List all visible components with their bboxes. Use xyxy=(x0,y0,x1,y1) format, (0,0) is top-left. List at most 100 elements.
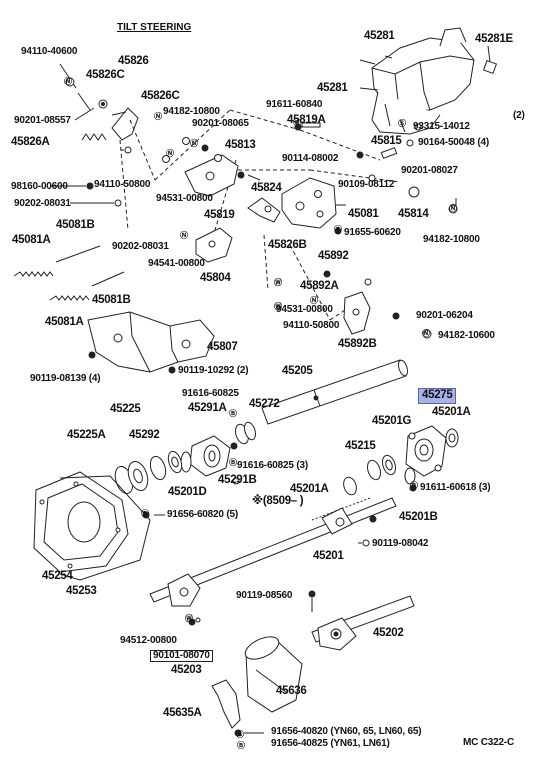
n-marker-icon: Ⓝ xyxy=(449,204,457,213)
label-91655-60620: 91655-60620 xyxy=(344,227,401,238)
label-45281e: 45281E xyxy=(475,33,513,45)
boot-drawing xyxy=(244,636,303,713)
label-90114-08002: 90114-08002 xyxy=(282,153,339,164)
label-45275-highlighted[interactable]: 45275 xyxy=(418,388,457,404)
s-marker-icon: Ⓢ xyxy=(398,119,406,128)
label-98160-00600: 98160-00600 xyxy=(11,181,68,192)
label-90119-08042: 90119-08042 xyxy=(372,538,429,549)
label-45804: 45804 xyxy=(200,272,231,284)
label-45892: 45892 xyxy=(318,250,349,262)
label-91611-60618: 91611-60618 (3) xyxy=(420,482,491,493)
label-45826c-a: 45826C xyxy=(86,69,125,81)
label-90201-06204: 90201-06204 xyxy=(416,310,473,321)
clip-45281e-drawing xyxy=(482,59,498,75)
n-marker-icon: Ⓝ xyxy=(422,329,430,338)
b-marker-icon: Ⓑ xyxy=(229,409,237,418)
label-45215: 45215 xyxy=(345,440,376,452)
n-marker-icon: Ⓝ xyxy=(166,149,174,158)
label-45081b-b: 45081B xyxy=(92,294,131,306)
w-marker-icon: Ⓦ xyxy=(274,302,282,311)
label-90202-08031-b: 90202-08031 xyxy=(112,241,169,252)
label-90119-08560: 90119-08560 xyxy=(236,590,293,601)
b-marker-icon: Ⓑ xyxy=(293,118,301,127)
label-45201g: 45201G xyxy=(372,415,412,427)
label-45819a: 45819A xyxy=(287,114,326,126)
label-91656-40820: 91656-40820 (YN60, 65, LN60, 65) xyxy=(271,726,422,737)
label-45202: 45202 xyxy=(373,627,404,639)
label-45636: 45636 xyxy=(276,685,307,697)
label-91616-60825-b: 91616-60825 (3) xyxy=(237,460,308,471)
n-marker-icon: Ⓝ xyxy=(190,139,198,148)
label-45826a: 45826A xyxy=(11,136,50,148)
label-45253: 45253 xyxy=(66,585,97,597)
label-90164-50048: 90164-50048 (4) xyxy=(418,137,489,148)
label-45081a-b: 45081A xyxy=(45,316,84,328)
label-93315-14012: 93315-14012 xyxy=(413,121,470,132)
label-94531-00800-a: 94531-00800 xyxy=(156,193,213,204)
label-45205: 45205 xyxy=(282,365,313,377)
n-marker-icon: Ⓝ xyxy=(180,231,188,240)
label-45201a-a: 45201A xyxy=(432,406,471,418)
label-45081b-a: 45081B xyxy=(56,219,95,231)
main-shaft-drawing xyxy=(149,497,397,626)
label-45201a-b: 45201A xyxy=(290,483,329,495)
label-94182-10800-a: 94182-10800 xyxy=(163,106,220,117)
label-45814: 45814 xyxy=(398,208,429,220)
label-45826c-b: 45826C xyxy=(141,90,180,102)
label-91656-40825: 91656-40825 (YN61, LN61) xyxy=(271,738,390,749)
b-marker-icon: Ⓑ xyxy=(236,730,244,739)
label-45201d: 45201D xyxy=(168,486,207,498)
label-94182-10800-b: 94182-10800 xyxy=(423,234,480,245)
label-45819: 45819 xyxy=(204,209,235,221)
column-tube-drawing xyxy=(261,359,409,425)
label-94512-00800: 94512-00800 xyxy=(120,635,177,646)
b-marker-icon: Ⓑ xyxy=(141,509,149,518)
label-45281-a: 45281 xyxy=(364,30,395,42)
label-45813: 45813 xyxy=(225,139,256,151)
label-94110-50800-b: 94110-50800 xyxy=(283,320,340,331)
label-90119-08139: 90119-08139 (4) xyxy=(30,373,101,384)
label-45807: 45807 xyxy=(207,341,238,353)
b-marker-icon: Ⓑ xyxy=(229,458,237,467)
label-90109-08112: 90109-08112 xyxy=(338,179,395,190)
label-45201b: 45201B xyxy=(399,511,438,523)
n-marker-icon: Ⓝ xyxy=(154,112,162,121)
label-90119-10292: 90119-10292 (2) xyxy=(178,365,249,376)
label-45824: 45824 xyxy=(251,182,282,194)
n-marker-icon: Ⓝ xyxy=(310,296,318,305)
label-94110-50800-a: 94110-50800 xyxy=(94,179,151,190)
w-marker-icon: Ⓦ xyxy=(274,278,282,287)
label-90201-08065: 90201-08065 xyxy=(192,118,249,129)
label-91616-60825-a: 91616-60825 xyxy=(182,388,239,399)
label-45635a: 45635A xyxy=(163,707,202,719)
label-45225: 45225 xyxy=(110,403,141,415)
label-45081: 45081 xyxy=(348,208,379,220)
label-90202-08031-a: 90202-08031 xyxy=(14,198,71,209)
label-45281-b: 45281 xyxy=(317,82,348,94)
label-91656-60820: 91656-60820 (5) xyxy=(167,509,238,520)
b-marker-icon: Ⓑ xyxy=(334,225,342,234)
label-8509-note: ※(8509– ) xyxy=(252,495,304,507)
b-marker-icon: Ⓑ xyxy=(410,481,418,490)
label-45291a: 45291A xyxy=(188,402,227,414)
label-45826b: 45826B xyxy=(268,239,307,251)
label-45826: 45826 xyxy=(118,55,149,67)
label-45892a: 45892A xyxy=(300,280,339,292)
label-94182-10600: 94182-10600 xyxy=(438,330,495,341)
diagram-title: TILT STEERING xyxy=(117,22,192,33)
label-45892b: 45892B xyxy=(338,338,377,350)
label-45225a: 45225A xyxy=(67,429,106,441)
column-cover-upper-drawing xyxy=(371,27,475,135)
label-93315-qty: (2) xyxy=(513,110,525,121)
label-94541-00800: 94541-00800 xyxy=(148,258,205,269)
label-45815: 45815 xyxy=(371,135,402,147)
w-marker-icon: Ⓦ xyxy=(185,614,193,623)
label-45201: 45201 xyxy=(313,550,344,562)
label-90101-08070: 90101-08070 xyxy=(150,650,213,662)
b-marker-icon: Ⓑ xyxy=(237,741,245,750)
n-marker-icon: Ⓝ xyxy=(64,77,72,86)
label-45272: 45272 xyxy=(249,398,280,410)
label-90201-08027: 90201-08027 xyxy=(401,165,458,176)
label-94531-00800-b: 94531-00800 xyxy=(276,304,333,315)
